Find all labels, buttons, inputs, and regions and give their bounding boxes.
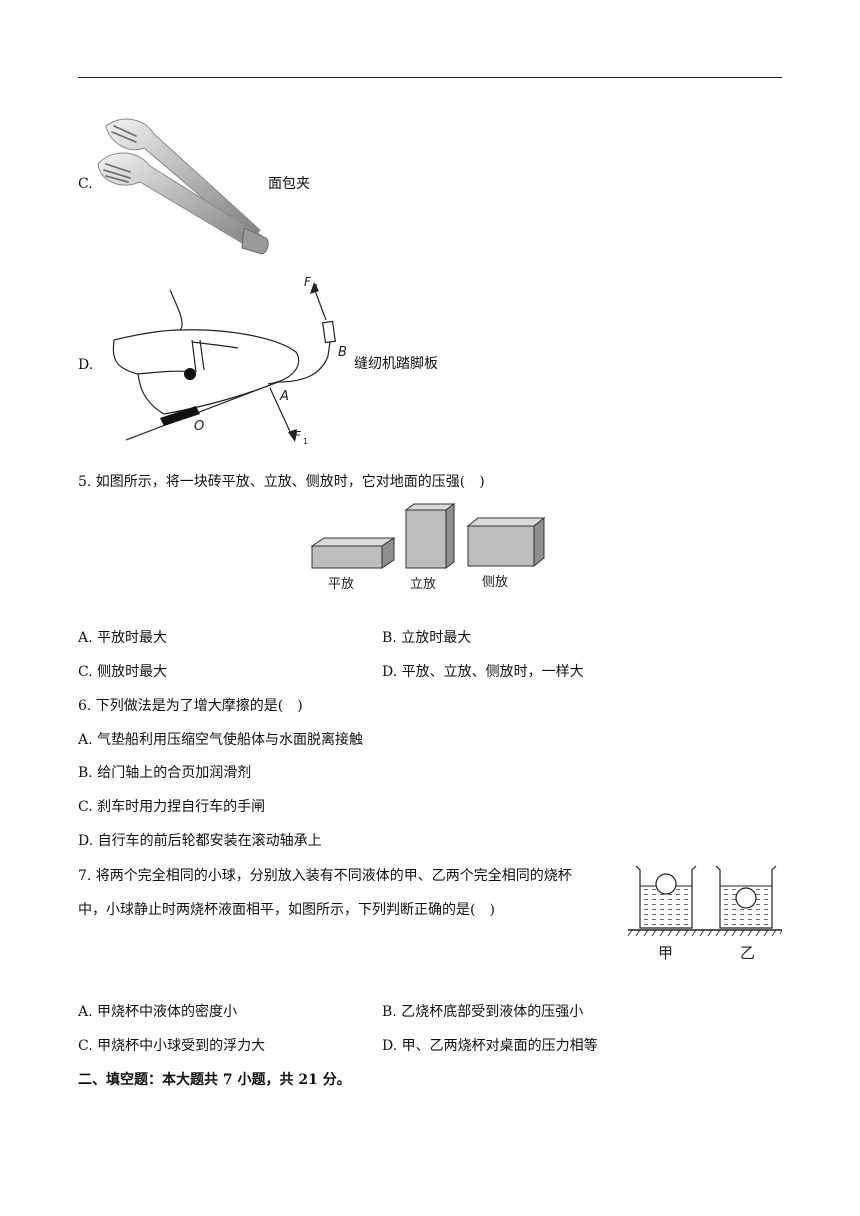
section-2-heading: 二、填空题：本大题共 7 小题，共 21 分。	[78, 1072, 351, 1088]
q5-option-a: A. 平放时最大	[78, 630, 168, 646]
f2-label: F	[304, 275, 312, 289]
beaker-label-jia: 甲	[658, 944, 673, 962]
q6-stem: 6. 下列做法是为了增大摩擦的是( )	[78, 698, 303, 714]
brick-label-flat: 平放	[328, 577, 354, 592]
bread-tongs-image	[97, 118, 269, 255]
q5-option-b: B. 立放时最大	[382, 630, 472, 646]
q7-stem-line1: 7. 将两个完全相同的小球，分别放入装有不同液体的甲、乙两个完全相同的烧杯	[78, 868, 572, 884]
q7-option-c: C. 甲烧杯中小球受到的浮力大	[78, 1038, 266, 1054]
header-rule	[78, 77, 782, 78]
q5-stem: 5. 如图所示，将一块砖平放、立放、侧放时，它对地面的压强( )	[78, 474, 485, 490]
o-label: O	[194, 419, 204, 434]
beaker-figure: 甲 乙	[627, 865, 783, 962]
q7-option-b: B. 乙烧杯底部受到液体的压强小	[382, 1004, 584, 1020]
brick-label-side: 侧放	[482, 575, 508, 590]
beaker-label-yi: 乙	[740, 944, 755, 962]
b-label: B	[338, 345, 347, 360]
brick-figure: 平放 立放 侧放	[310, 503, 546, 592]
q5-option-c: C. 侧放时最大	[78, 664, 168, 680]
q7-stem-line2: 中，小球静止时两烧杯液面相平，如图所示，下列判断正确的是( )	[78, 902, 495, 918]
q4-option-d-letter: D.	[78, 357, 94, 373]
q6-option-a: A. 气垫船利用压缩空气使船体与水面脱离接触	[78, 732, 364, 748]
f1-subscript: 1	[303, 437, 308, 446]
q4-option-c-caption: 面包夹	[268, 176, 310, 192]
brick-label-upright: 立放	[410, 577, 436, 592]
q5-option-d: D. 平放、立放、侧放时，一样大	[382, 664, 584, 680]
q6-option-c: C. 刹车时用力捏自行车的手闸	[78, 799, 266, 815]
sewing-pedal-diagram: F 2 B A O F 1	[112, 275, 347, 446]
a-label: A	[279, 389, 289, 404]
q4-option-d-caption: 缝纫机踏脚板	[354, 356, 438, 372]
q6-option-b: B. 给门轴上的合页加润滑剂	[78, 765, 252, 781]
f1-label: F	[294, 429, 302, 443]
q4-option-c-letter: C.	[78, 176, 93, 192]
q7-option-a: A. 甲烧杯中液体的密度小	[78, 1004, 238, 1020]
q7-option-d: D. 甲、乙两烧杯对桌面的压力相等	[382, 1038, 598, 1054]
q6-option-d: D. 自行车的前后轮都安装在滚动轴承上	[78, 833, 322, 849]
f2-subscript: 2	[313, 283, 318, 292]
